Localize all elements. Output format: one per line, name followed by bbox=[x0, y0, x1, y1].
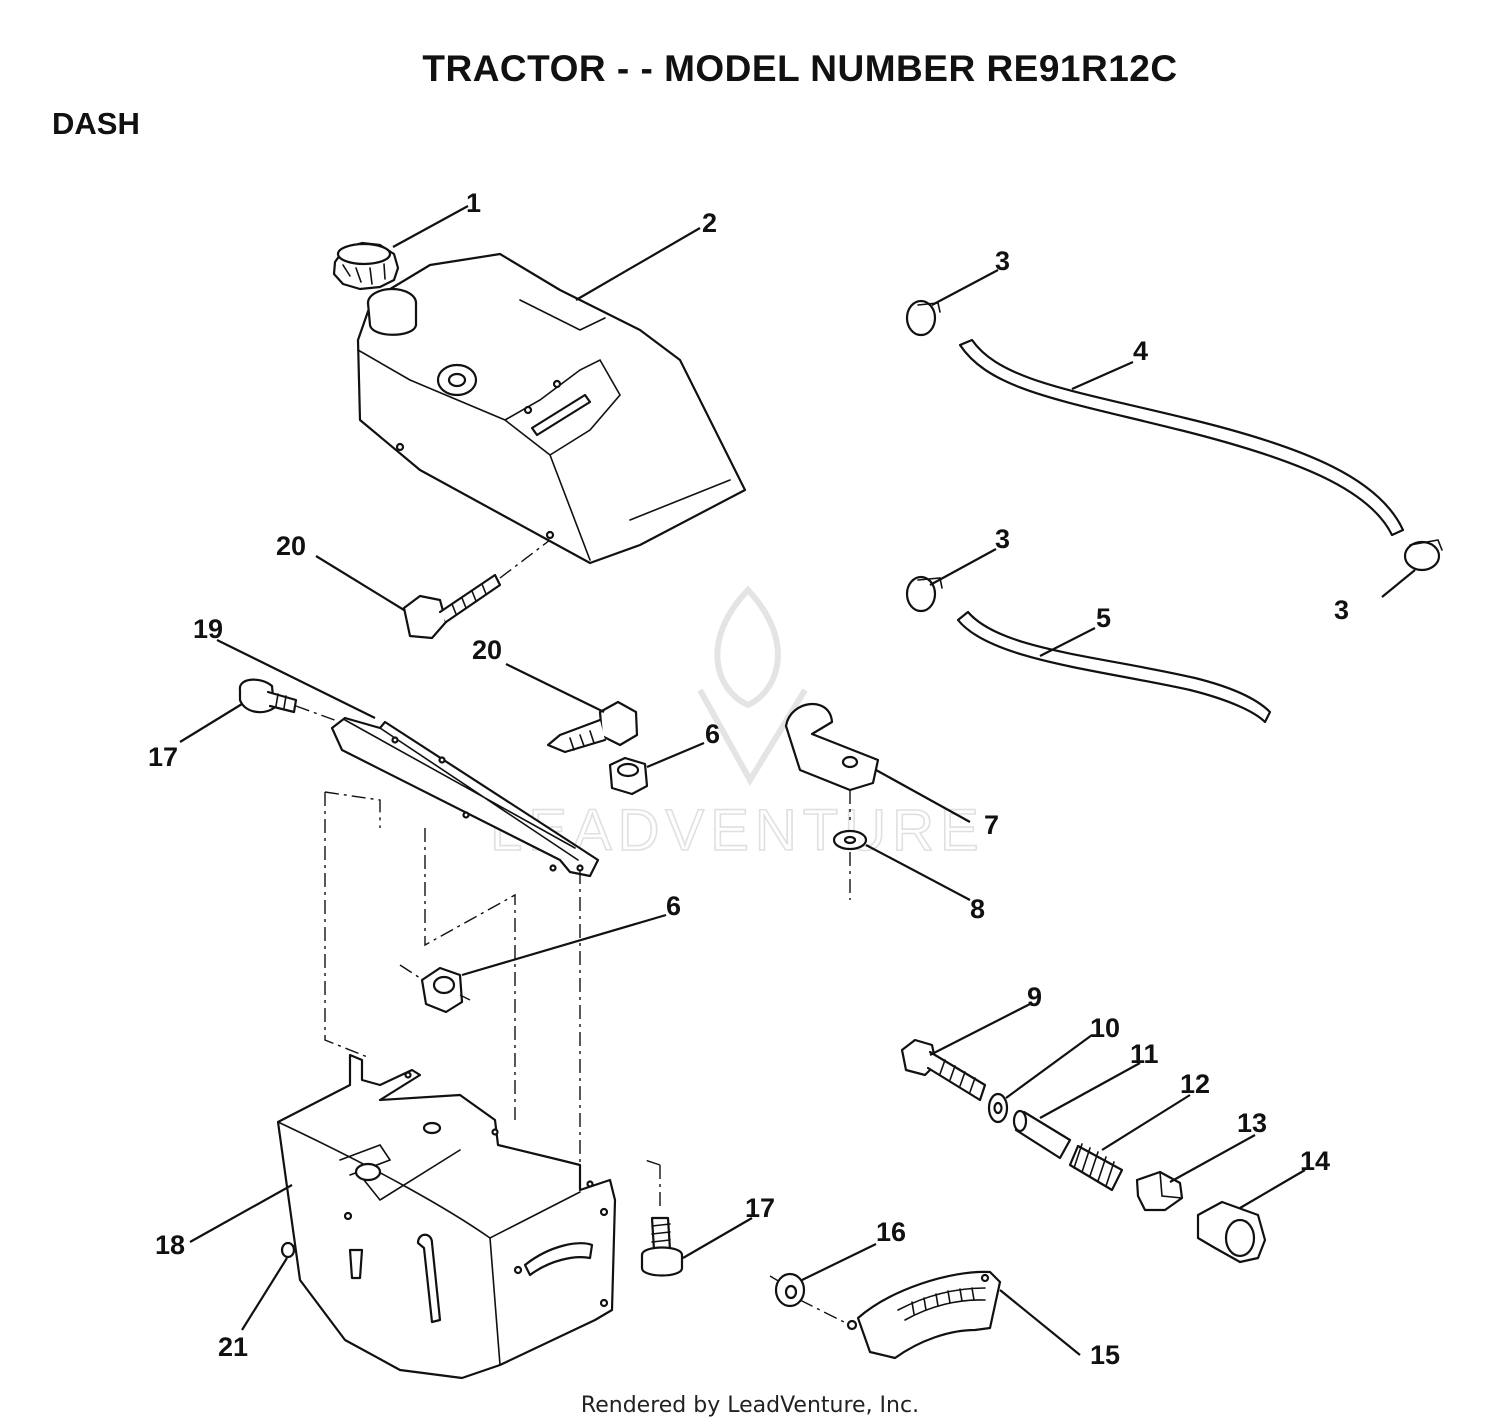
hose-clamp-right bbox=[1403, 539, 1443, 572]
fuel-hose-short bbox=[956, 610, 1272, 724]
callout-19: 19 bbox=[193, 614, 223, 644]
nut-lower bbox=[420, 966, 464, 1014]
screw-left bbox=[238, 678, 298, 714]
throttle-bolt bbox=[900, 1038, 987, 1102]
spacer-tube bbox=[1012, 1109, 1072, 1160]
callout-17-upper: 17 bbox=[148, 742, 178, 772]
callout-4: 4 bbox=[1133, 336, 1148, 366]
page-title: TRACTOR - - MODEL NUMBER RE91R12C bbox=[422, 48, 1178, 89]
footer-credit: Rendered by LeadVenture, Inc. bbox=[580, 1393, 920, 1418]
callout-18: 18 bbox=[155, 1230, 185, 1260]
callout-2: 2 bbox=[702, 208, 717, 238]
fuel-tank bbox=[356, 252, 747, 565]
fuel-hose-long bbox=[958, 338, 1405, 537]
callout-10: 10 bbox=[1090, 1013, 1120, 1043]
screw-lower bbox=[640, 1216, 684, 1277]
throttle-quadrant bbox=[846, 1270, 1002, 1360]
leader-lines bbox=[179, 205, 1416, 1356]
friction-block bbox=[1135, 1170, 1184, 1212]
callout-16: 16 bbox=[876, 1217, 906, 1247]
washer-10 bbox=[987, 1092, 1009, 1124]
callout-8: 8 bbox=[970, 894, 985, 924]
hose-clamp-middle bbox=[905, 575, 943, 613]
callout-20-upper: 20 bbox=[276, 531, 306, 561]
nut-upper bbox=[608, 756, 649, 796]
callout-15: 15 bbox=[1090, 1340, 1120, 1370]
callout-11: 11 bbox=[1130, 1039, 1159, 1069]
callout-7: 7 bbox=[984, 810, 999, 840]
callout-1: 1 bbox=[466, 188, 481, 218]
callout-numbers: 1 2 3 3 3 4 5 6 6 7 8 9 10 11 12 13 14 1… bbox=[148, 188, 1349, 1370]
callout-5: 5 bbox=[1096, 603, 1111, 633]
callout-20-middle: 20 bbox=[472, 635, 502, 665]
callout-21: 21 bbox=[218, 1332, 248, 1362]
flange-nut bbox=[774, 1272, 806, 1308]
callout-3-right: 3 bbox=[1334, 595, 1349, 625]
small-screw bbox=[280, 1241, 296, 1259]
hose-clamp-upper bbox=[905, 299, 941, 337]
fuel-cap bbox=[332, 241, 400, 291]
throttle-bracket bbox=[1196, 1200, 1267, 1264]
screw-upper bbox=[402, 573, 502, 640]
flame-v-logo-icon bbox=[714, 585, 781, 709]
callout-14: 14 bbox=[1300, 1146, 1330, 1176]
hose-clip bbox=[784, 703, 880, 792]
callout-17-lower: 17 bbox=[745, 1193, 775, 1223]
assembly-lines bbox=[289, 791, 851, 1326]
washer-8 bbox=[832, 829, 868, 851]
callout-3-upper: 3 bbox=[995, 246, 1010, 276]
callout-9: 9 bbox=[1027, 982, 1042, 1012]
section-title: DASH bbox=[52, 106, 140, 141]
callout-6-upper: 6 bbox=[705, 719, 720, 749]
callout-12: 12 bbox=[1180, 1069, 1210, 1099]
compression-spring bbox=[1068, 1143, 1124, 1192]
watermark: LEADVENTURE bbox=[489, 585, 979, 864]
bolt-middle bbox=[546, 700, 639, 754]
dash-panel bbox=[276, 1053, 617, 1380]
callout-3-middle: 3 bbox=[995, 524, 1010, 554]
callout-13: 13 bbox=[1237, 1108, 1267, 1138]
callout-6-lower: 6 bbox=[666, 891, 681, 921]
